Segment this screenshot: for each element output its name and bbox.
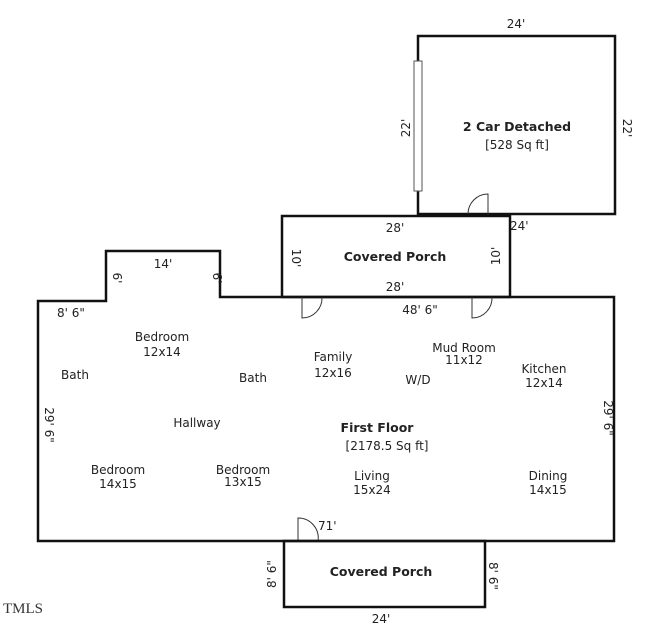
- dim-label: 48' 6": [402, 303, 438, 317]
- garage-door: [413, 60, 423, 192]
- floor-title: First Floor: [341, 420, 415, 435]
- dim-label: 8' 6": [486, 562, 500, 590]
- dim-label: 24': [372, 612, 391, 626]
- upper-porch: 28' Covered Porch 28' 10' 10': [280, 214, 512, 299]
- room-title: Covered Porch: [344, 249, 447, 264]
- room-name: Bath: [239, 371, 267, 385]
- porch-walls: [282, 539, 487, 609]
- room-size: 14x15: [529, 483, 567, 497]
- room-name: Dining: [529, 469, 568, 483]
- room-name: Living: [354, 469, 390, 483]
- dim-label: 28': [386, 280, 405, 294]
- floor-walls: [36, 249, 616, 543]
- dim-label: 22': [620, 119, 634, 138]
- room-size: 15x24: [353, 483, 391, 497]
- room-name: Mud Room: [432, 341, 496, 355]
- room-name: Kitchen: [521, 362, 566, 376]
- room-name: Bedroom: [216, 463, 270, 477]
- room-name: W/D: [405, 373, 430, 387]
- watermark: TMLS: [3, 601, 43, 617]
- garage: 24' 2 Car Detached [528 Sq ft] 22' 22' 2…: [399, 17, 634, 233]
- dim-label: 29' 6": [42, 407, 56, 443]
- dim-label: 8' 6": [57, 306, 85, 320]
- room-name: Bedroom: [135, 330, 189, 344]
- room-name: Family: [314, 350, 353, 364]
- room-title: 2 Car Detached: [463, 119, 571, 134]
- dim-label: 29' 6": [601, 400, 615, 436]
- room-area: [528 Sq ft]: [485, 138, 549, 152]
- dim-label: 24': [510, 219, 529, 233]
- door-swing: [301, 296, 323, 319]
- dim-label: 14': [154, 257, 173, 271]
- first-floor: 14' 6' 6' 8' 6" 48' 6" 29' 6" 29' 6" 71'…: [36, 249, 616, 543]
- room-name: Bedroom: [91, 463, 145, 477]
- dim-label: 22': [399, 119, 413, 138]
- room-title: Covered Porch: [330, 564, 433, 579]
- room-name: Bath: [61, 368, 89, 382]
- room-name: Hallway: [173, 416, 220, 430]
- room-size: 14x15: [99, 477, 137, 491]
- floor-area: [2178.5 Sq ft]: [346, 439, 429, 453]
- room-size: 12x14: [143, 345, 181, 359]
- dim-label: 6': [110, 273, 124, 284]
- door-swing: [467, 193, 489, 215]
- room-size: 12x14: [525, 376, 563, 390]
- dim-label: 10': [289, 249, 303, 268]
- room-size: 12x16: [314, 366, 352, 380]
- door-swing: [297, 517, 319, 542]
- room-size: 13x15: [224, 475, 262, 489]
- dim-label: 24': [507, 17, 526, 31]
- dim-label: 28': [386, 221, 405, 235]
- dim-label: 10': [489, 247, 503, 266]
- dim-label: 71': [318, 519, 337, 533]
- lower-porch: Covered Porch 24' 8' 6" 8' 6": [265, 539, 500, 626]
- dim-label: 8' 6": [265, 560, 279, 588]
- room-size: 11x12: [445, 353, 483, 367]
- dim-label: 6': [210, 273, 224, 284]
- door-swing: [471, 296, 493, 319]
